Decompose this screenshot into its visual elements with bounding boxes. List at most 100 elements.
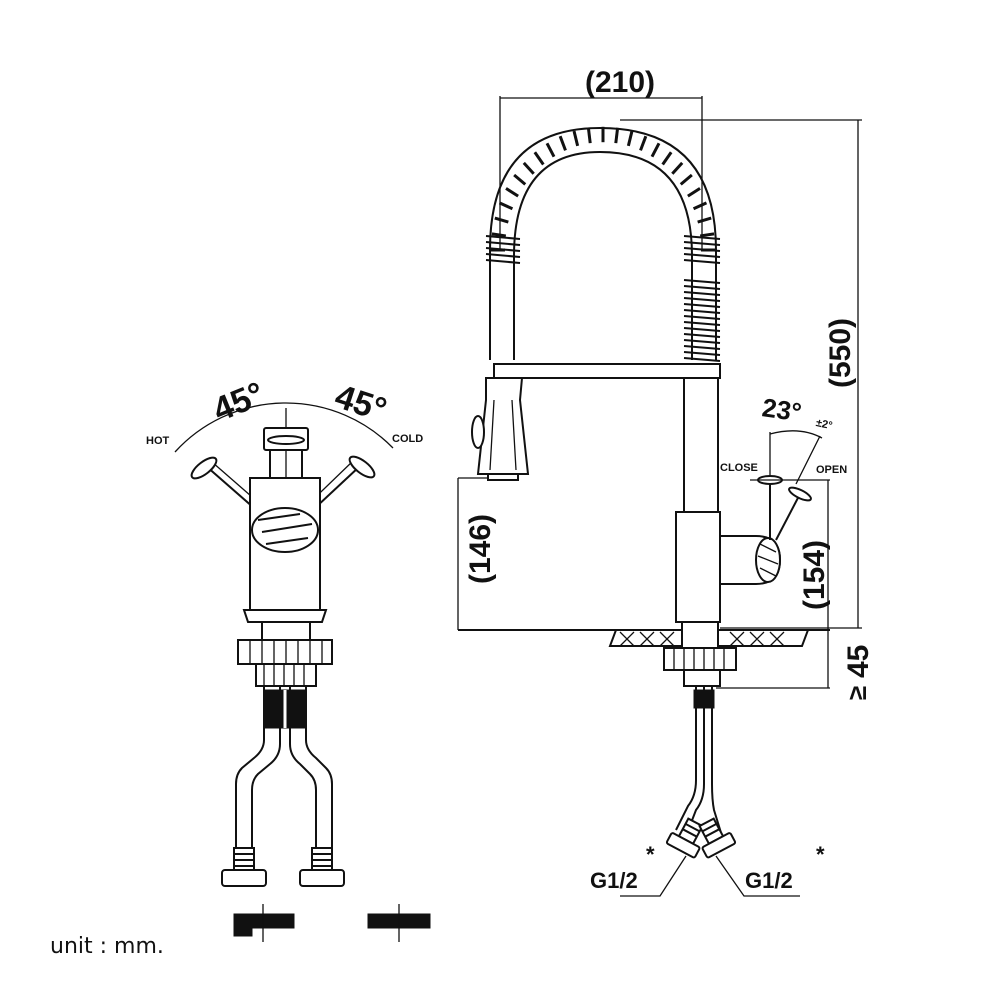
spring-coil-turns xyxy=(485,126,721,362)
spring-coil-turn xyxy=(586,127,592,144)
spring-coil-band xyxy=(683,339,721,344)
front-nut-ribs xyxy=(249,640,323,664)
spring-coil-turn xyxy=(679,173,693,186)
thread-leader-left xyxy=(620,855,687,897)
side-hose-braid xyxy=(693,689,715,709)
spring-arch-outer xyxy=(489,126,717,360)
side-handle-hatch xyxy=(757,543,779,577)
center-handle-top xyxy=(267,435,305,445)
spring-coil-band xyxy=(683,247,721,252)
spring-coil-band xyxy=(683,351,721,356)
cold-lever-knob xyxy=(348,455,376,479)
spring-coil-turn xyxy=(692,201,708,211)
spring-coil-band xyxy=(683,315,721,320)
side-body-lower xyxy=(675,511,721,623)
cartridge-hatch xyxy=(257,513,313,545)
close-label: CLOSE xyxy=(720,462,758,474)
side-fitting-right xyxy=(698,817,737,859)
front-hose-left-inner xyxy=(251,686,281,848)
left-fitting-ribs xyxy=(234,853,254,867)
cold-label: COLD xyxy=(392,433,423,445)
front-nut-lower-ribs xyxy=(263,664,305,686)
right-section-symbol xyxy=(367,904,431,942)
side-hose-outer-right xyxy=(711,686,723,837)
spring-coil-band xyxy=(683,333,721,338)
lever-open-knob xyxy=(788,486,812,502)
front-hose-left-outer xyxy=(235,686,265,848)
unit-note: unit : mm. xyxy=(50,934,164,959)
spray-nozzle xyxy=(487,473,519,481)
height-dimension: (550) xyxy=(824,318,857,388)
thread-label-right: G1/2 xyxy=(745,868,793,893)
asterisk-left: * xyxy=(646,842,655,867)
cold-angle-label: 45° xyxy=(330,377,391,429)
left-hose-nut xyxy=(221,869,267,887)
side-nut-lower xyxy=(683,669,721,687)
spring-coil-turn xyxy=(697,216,712,224)
spring-coil-turn xyxy=(558,135,567,151)
counter-thickness-dimension: 45 xyxy=(842,645,875,678)
spring-coil-turn xyxy=(522,161,535,175)
spring-coil-band xyxy=(485,247,521,252)
spring-coil-turn xyxy=(498,201,514,211)
front-base-flange xyxy=(242,609,328,623)
spring-coil-turn xyxy=(545,142,556,158)
front-nut-lower xyxy=(255,663,317,687)
spring-coil-band xyxy=(485,235,521,240)
asterisk-right: * xyxy=(816,842,825,867)
handle-height-dimension: (154) xyxy=(798,540,831,610)
spring-coil-turn xyxy=(513,173,527,186)
spring-coil-turn xyxy=(661,151,673,166)
spring-coil-turn xyxy=(533,151,545,166)
lever-angle-line xyxy=(795,435,821,485)
lever-angle-label: 23° xyxy=(760,392,803,427)
counter-thickness-symbol: ≥ xyxy=(842,686,872,700)
spring-coil-turn xyxy=(614,127,620,144)
spring-coil-turn xyxy=(491,232,507,238)
spring-coil-band xyxy=(683,291,721,296)
clearance-dimension: (146) xyxy=(464,514,497,584)
spring-coil-band xyxy=(485,259,521,264)
spring-coil-band xyxy=(683,297,721,302)
side-body-column xyxy=(683,377,719,513)
front-view: 45° 45° HOT COLD xyxy=(146,375,431,942)
spring-coil-band xyxy=(683,285,721,290)
spring-coil-turn xyxy=(626,130,634,147)
side-hose-outer-left xyxy=(675,686,697,831)
spring-coil-turn xyxy=(494,216,509,224)
spring-coil-band xyxy=(683,235,721,240)
handle-swing-arc xyxy=(174,402,394,453)
spring-coil-band xyxy=(683,279,721,284)
right-fitting-ribs xyxy=(312,853,332,867)
hot-label: HOT xyxy=(146,435,170,447)
handle-neck xyxy=(269,450,303,478)
spring-coil-band xyxy=(683,253,721,258)
lever-angle-arc xyxy=(769,430,823,439)
side-hose-inner-left xyxy=(685,686,705,837)
spring-coil-band xyxy=(683,241,721,246)
spring-coil-band xyxy=(683,259,721,264)
spring-coil-band xyxy=(683,345,721,350)
spring-coil-band xyxy=(683,321,721,326)
width-dimension: (210) xyxy=(585,66,655,99)
spout-arm xyxy=(493,363,721,379)
spring-coil-turn xyxy=(687,187,701,198)
spring-coil-turn xyxy=(650,142,661,158)
spring-arch-inner xyxy=(513,150,693,360)
front-shank xyxy=(261,621,311,641)
side-nut-ribs xyxy=(673,648,725,670)
spring-coil-turn xyxy=(505,187,519,198)
spring-coil-band xyxy=(683,327,721,332)
cartridge-cap xyxy=(251,507,319,553)
hot-lever-knob xyxy=(190,456,218,480)
open-label: OPEN xyxy=(816,464,847,476)
side-view: (210) (550) 23° ±2° CLOSE xyxy=(457,66,875,897)
front-mounting-nut xyxy=(237,639,333,665)
spring-coil-band xyxy=(683,309,721,314)
side-fitting-left xyxy=(665,817,704,859)
spray-head xyxy=(476,377,530,475)
spring-coil-band xyxy=(485,253,521,258)
right-hose-nut xyxy=(299,869,345,887)
spring-coil-band xyxy=(683,357,721,362)
